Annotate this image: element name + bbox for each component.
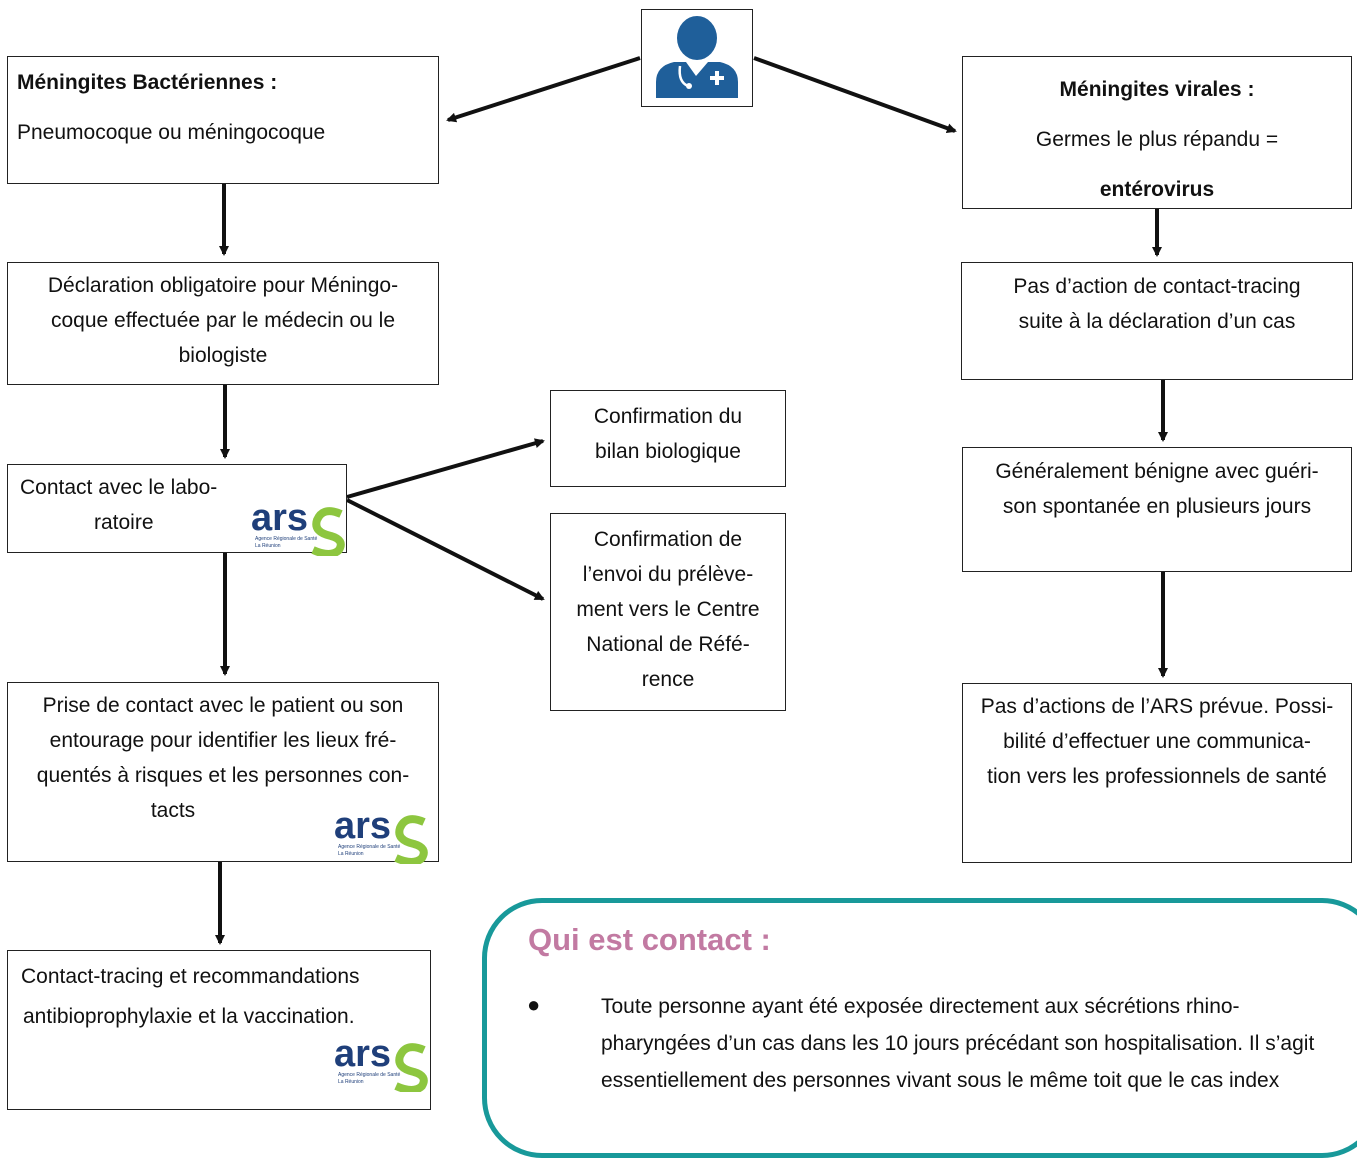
svg-text:Agence Régionale de Santé: Agence Régionale de Santé — [338, 844, 400, 850]
svg-text:ars: ars — [251, 497, 308, 539]
bacterial-meningitis-box: Méningites Bactériennes : Pneumocoque ou… — [7, 56, 439, 184]
lab-contact-line: Contact avec le labo- — [20, 476, 218, 499]
patient-contact-box: Prise de contact avec le patient ou son … — [7, 682, 439, 862]
patient-contact-line: tacts — [150, 799, 196, 822]
confirm-envoi-line: ment vers le Centre — [576, 598, 760, 621]
contact-card-line: essentiellement des personnes vivant sou… — [601, 1069, 1280, 1092]
confirm-envoi-box: Confirmation de l’envoi du prélève- ment… — [550, 513, 786, 711]
no-tracing-line: suite à la déclaration d’un cas — [1018, 310, 1296, 333]
ars-logo: ars Agence Régionale de Santé La Réunion — [251, 496, 347, 558]
svg-text:ars: ars — [334, 805, 391, 847]
confirm-envoi-line: Confirmation de — [593, 528, 743, 551]
lab-contact-box: Contact avec le labo- ratoire — [7, 464, 347, 553]
arrow-lab-to-bilan — [346, 438, 545, 499]
bacterial-title: Méningites Bactériennes : — [17, 71, 278, 94]
declaration-line: biologiste — [178, 344, 268, 367]
no-tracing-line: Pas d’action de contact-tracing — [1013, 275, 1301, 298]
flow-arrows — [215, 56, 1168, 945]
declaration-line: coque effectuée par le médecin ou le — [50, 309, 396, 332]
benign-box: Généralement bénigne avec guéri- son spo… — [962, 447, 1352, 572]
confirm-envoi-line: rence — [641, 668, 695, 691]
svg-text:ars: ars — [334, 1033, 391, 1075]
viral-title: Méningites virales : — [1059, 78, 1255, 101]
lab-contact-line: ratoire — [94, 511, 154, 534]
contact-card-text: Toute personne ayant été exposée directe… — [601, 988, 1357, 1099]
ars-logo: ars Agence Régionale de Santé La Réunion — [334, 1032, 430, 1094]
confirm-bilan-line: Confirmation du — [593, 405, 743, 428]
no-tracing-box: Pas d’action de contact-tracing suite à … — [961, 262, 1353, 380]
no-ars-action-line: bilité d’effectuer une communica- — [1003, 730, 1311, 753]
svg-text:Agence Régionale de Santé: Agence Régionale de Santé — [338, 1072, 400, 1078]
contact-card-title: Qui est contact : — [528, 922, 771, 957]
svg-text:La Réunion: La Réunion — [255, 543, 281, 549]
svg-text:Agence Régionale de Santé: Agence Régionale de Santé — [255, 536, 317, 542]
arrow-lab-to-envoi — [346, 498, 545, 601]
benign-line: Généralement bénigne avec guéri- — [995, 460, 1319, 483]
bullet-icon: ● — [527, 992, 541, 1017]
patient-contact-line: entourage pour identifier les lieux fré- — [49, 729, 397, 752]
patient-contact-line: Prise de contact avec le patient ou son — [42, 694, 404, 717]
confirm-envoi-line: l’envoi du prélève- — [582, 563, 754, 586]
no-ars-action-line: Pas d’actions de l’ARS prévue. Possi- — [980, 695, 1334, 718]
viral-meningitis-box: Méningites virales : Germes le plus répa… — [962, 56, 1352, 209]
declaration-line: Déclaration obligatoire pour Méningo- — [47, 274, 399, 297]
no-ars-action-line: tion vers les professionnels de santé — [987, 765, 1327, 788]
svg-text:La Réunion: La Réunion — [338, 1079, 364, 1085]
declaration-box: Déclaration obligatoire pour Méningo- co… — [7, 262, 439, 385]
doctor-icon — [641, 9, 753, 107]
contact-card-line: pharyngées d’un cas dans les 10 jours pr… — [601, 1032, 1315, 1055]
tracing-line: Contact-tracing et recommandations — [21, 965, 360, 988]
confirm-envoi-line: National de Réfé- — [586, 633, 750, 656]
tracing-line: antibioprophylaxie et la vaccination. — [23, 1005, 355, 1028]
benign-line: son spontanée en plusieurs jours — [1002, 495, 1312, 518]
contact-card-line: Toute personne ayant été exposée directe… — [601, 995, 1240, 1018]
viral-germ: entérovirus — [1099, 178, 1215, 201]
confirm-bilan-line: bilan biologique — [595, 440, 741, 463]
arrow-doctor-to-bacterial — [446, 56, 641, 123]
arrow-doctor-to-viral — [753, 56, 957, 133]
patient-contact-line: quentés à risques et les personnes con- — [36, 764, 410, 787]
viral-line: Germes le plus répandu = — [1035, 128, 1279, 151]
tracing-box: Contact-tracing et recommandations antib… — [7, 950, 431, 1110]
bacterial-body: Pneumocoque ou méningocoque — [17, 121, 326, 144]
no-ars-action-box: Pas d’actions de l’ARS prévue. Possi- bi… — [962, 683, 1352, 863]
ars-logo: ars Agence Régionale de Santé La Réunion — [334, 804, 430, 866]
svg-text:La Réunion: La Réunion — [338, 851, 364, 857]
confirm-bilan-box: Confirmation du bilan biologique — [550, 390, 786, 487]
